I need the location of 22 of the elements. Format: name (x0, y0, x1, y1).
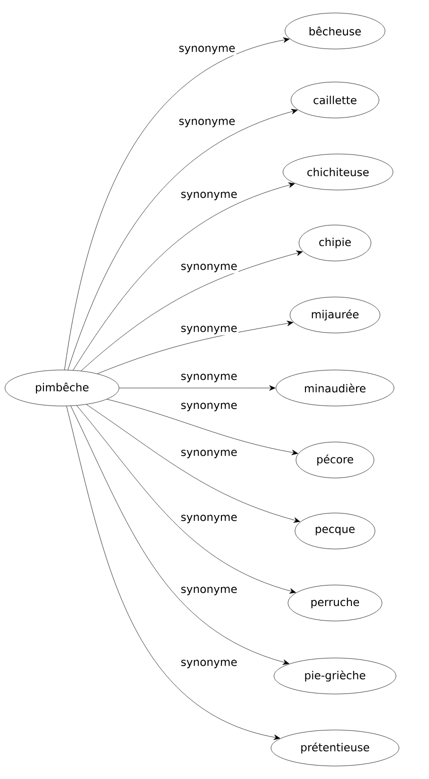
edge-label: synonyme (178, 118, 236, 128)
edge-label: synonyme (180, 658, 238, 670)
edge-label: synonyme (180, 262, 238, 274)
arrow (70, 406, 290, 665)
arrow (80, 250, 303, 372)
edge-label: synonyme (178, 44, 236, 56)
arrow (106, 399, 298, 456)
edge-label: synonyme (180, 324, 238, 336)
arrow (68, 108, 298, 370)
edge-label: synonyme (180, 514, 238, 524)
edge-label: synonyme (180, 372, 238, 384)
arrow (97, 320, 294, 374)
edge-label: synonyme (180, 190, 238, 202)
arrow (119, 385, 276, 391)
edge-label: synonyme (180, 448, 238, 460)
arrow (86, 404, 300, 523)
arrow (72, 182, 295, 370)
arrow (64, 37, 290, 370)
edge-label: synonyme (180, 586, 238, 596)
arrow (76, 405, 296, 594)
edge-label: synonyme (180, 402, 238, 412)
arrow (66, 406, 280, 740)
